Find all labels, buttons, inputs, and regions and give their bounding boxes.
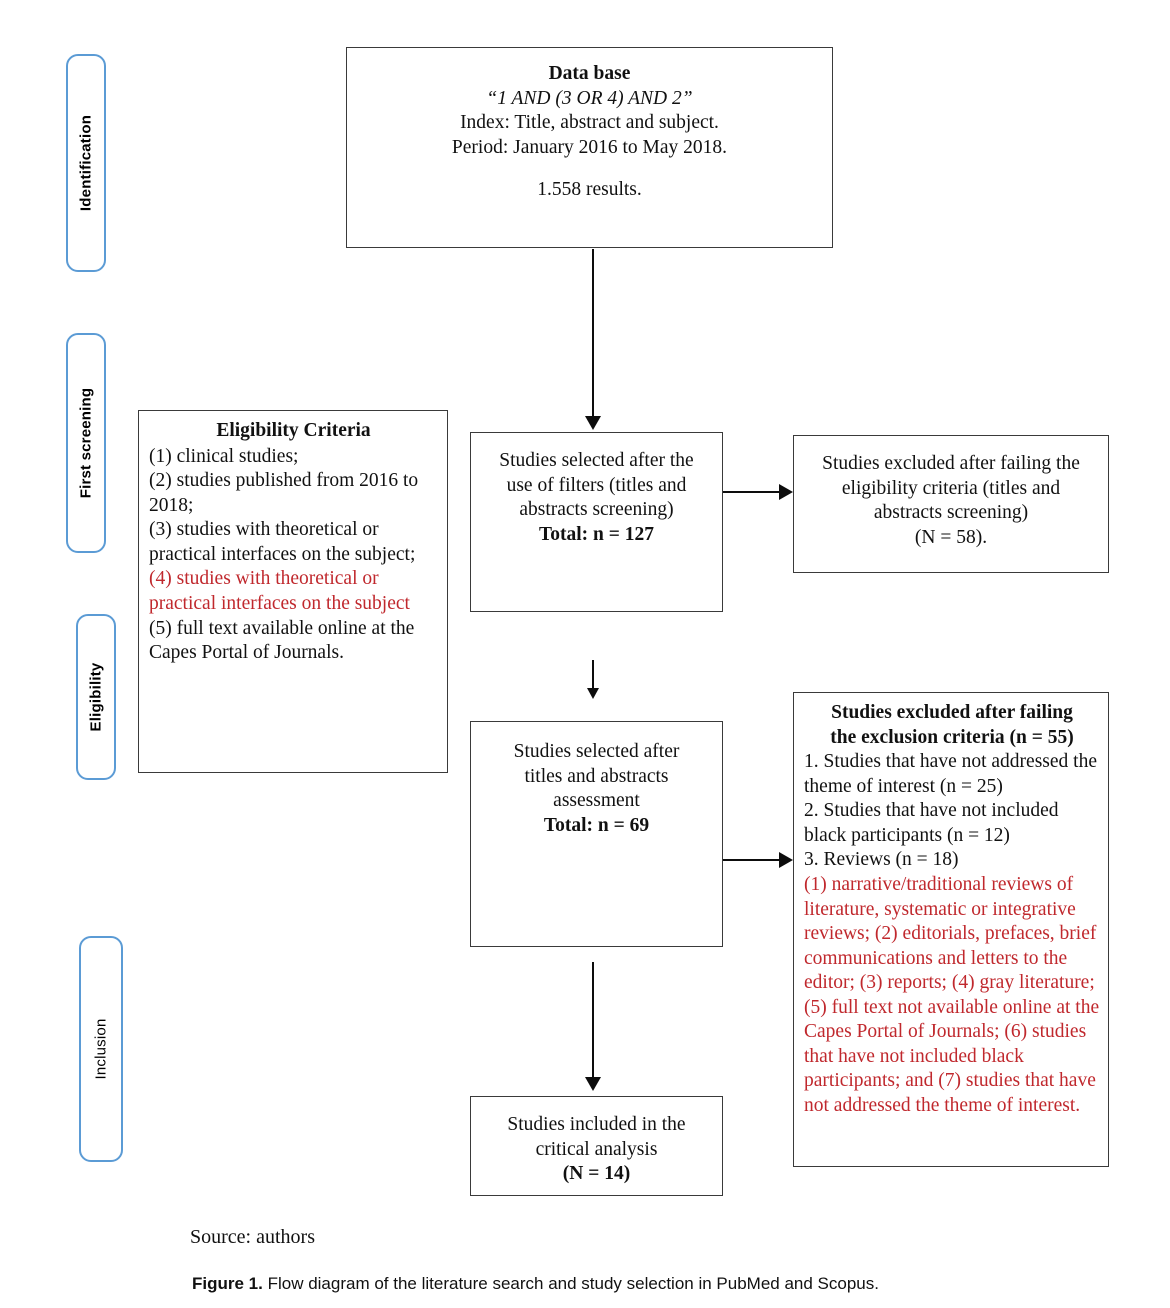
selected-assessment-line-3: assessment <box>553 790 640 812</box>
selected-assessment-line-2: titles and abstracts <box>524 765 669 787</box>
eligibility-criteria-item-2: (2) studies published from 2016 to 2018; <box>149 470 419 516</box>
stage-label-identification: Identification <box>77 114 95 212</box>
stage-pill-eligibility: Eligibility <box>76 614 116 780</box>
excluded-exclusion-title-line-2: the exclusion criteria (n = 55) <box>830 726 1074 748</box>
stage-pill-first-screening: First screening <box>66 333 106 553</box>
excluded-exclusion-title-line-1: Studies excluded after failing <box>831 702 1073 723</box>
included-final-total: (N = 14) <box>562 1163 631 1185</box>
database-query: “1 AND (3 OR 4) AND 2” <box>486 87 693 109</box>
box-eligibility-criteria: Eligibility Criteria (1) clinical studie… <box>138 410 448 773</box>
selected-filters-line-3: abstracts screening) <box>519 499 674 521</box>
included-final-line-1: Studies included in the <box>507 1114 686 1135</box>
figure-caption-text: Flow diagram of the literature search an… <box>262 1274 879 1293</box>
eligibility-criteria-item-5: (5) full text available online at the Ca… <box>149 617 415 664</box>
eligibility-criteria-item-3: (3) studies with theoretical or practica… <box>149 519 416 565</box>
eligibility-criteria-item-1: (1) clinical studies; <box>149 445 299 467</box>
stage-pill-identification: Identification <box>66 54 106 272</box>
database-index-line: Index: Title, abstract and subject. <box>460 112 719 134</box>
arrowhead-filters-to-excluded <box>779 484 793 500</box>
box-studies-selected-assessment: Studies selected after titles and abstra… <box>470 721 723 947</box>
database-title: Data base <box>548 63 631 84</box>
arrowhead-filters-to-assessment <box>587 688 599 699</box>
database-period-line: Period: January 2016 to May 2018. <box>451 136 728 158</box>
selected-filters-total: Total: n = 127 <box>539 523 654 545</box>
connector-assessment-to-excluded <box>723 859 783 861</box>
excluded-eligibility-line-4: (N = 58). <box>914 526 988 548</box>
stage-pill-inclusion: Inclusion <box>79 936 123 1162</box>
stage-label-inclusion: Inclusion <box>92 1018 110 1080</box>
connector-filters-to-assessment <box>592 660 594 690</box>
source-note: Source: authors <box>190 1226 315 1248</box>
box-studies-excluded-exclusion: Studies excluded after failing the exclu… <box>793 692 1109 1167</box>
excluded-eligibility-line-2: eligibility criteria (titles and <box>841 477 1061 499</box>
selected-filters-line-1: Studies selected after the <box>499 450 694 471</box>
excluded-exclusion-item-1: 1. Studies that have not addressed the t… <box>804 751 1097 797</box>
connector-database-to-filters <box>592 249 594 419</box>
figure-caption: Figure 1. Flow diagram of the literature… <box>192 1274 879 1294</box>
excluded-exclusion-item-3: 3. Reviews (n = 18) <box>804 849 959 871</box>
arrowhead-database-to-filters <box>585 416 601 430</box>
selected-assessment-line-1: Studies selected after <box>513 741 680 762</box>
included-final-line-2: critical analysis <box>535 1138 658 1160</box>
selected-assessment-total: Total: n = 69 <box>543 814 650 836</box>
stage-label-first-screening: First screening <box>77 387 95 499</box>
excluded-eligibility-line-3: abstracts screening) <box>873 502 1029 524</box>
excluded-exclusion-item-4: (1) narrative/traditional reviews of lit… <box>804 873 1100 1116</box>
box-database: Data base “1 AND (3 OR 4) AND 2” Index: … <box>346 47 833 248</box>
excluded-eligibility-line-1: Studies excluded after failing the <box>822 453 1080 474</box>
connector-filters-to-excluded <box>723 491 783 493</box>
database-spacer <box>359 160 820 178</box>
box-studies-selected-filters: Studies selected after the use of filter… <box>470 432 723 612</box>
figure-caption-number: Figure 1. <box>192 1274 263 1293</box>
connector-assessment-to-included <box>592 962 594 1080</box>
eligibility-criteria-title: Eligibility Criteria <box>216 420 371 441</box>
selected-filters-line-2: use of filters (titles and <box>506 474 687 496</box>
database-results-line: 1.558 results. <box>537 178 642 200</box>
box-studies-excluded-eligibility: Studies excluded after failing the eligi… <box>793 435 1109 573</box>
stage-label-eligibility: Eligibility <box>87 662 105 732</box>
box-studies-included-final: Studies included in the critical analysi… <box>470 1096 723 1196</box>
arrowhead-assessment-to-included <box>585 1077 601 1091</box>
excluded-exclusion-item-2: 2. Studies that have not included black … <box>804 800 1059 846</box>
arrowhead-assessment-to-excluded <box>779 852 793 868</box>
eligibility-criteria-item-4: (4) studies with theoretical or practica… <box>149 568 410 614</box>
